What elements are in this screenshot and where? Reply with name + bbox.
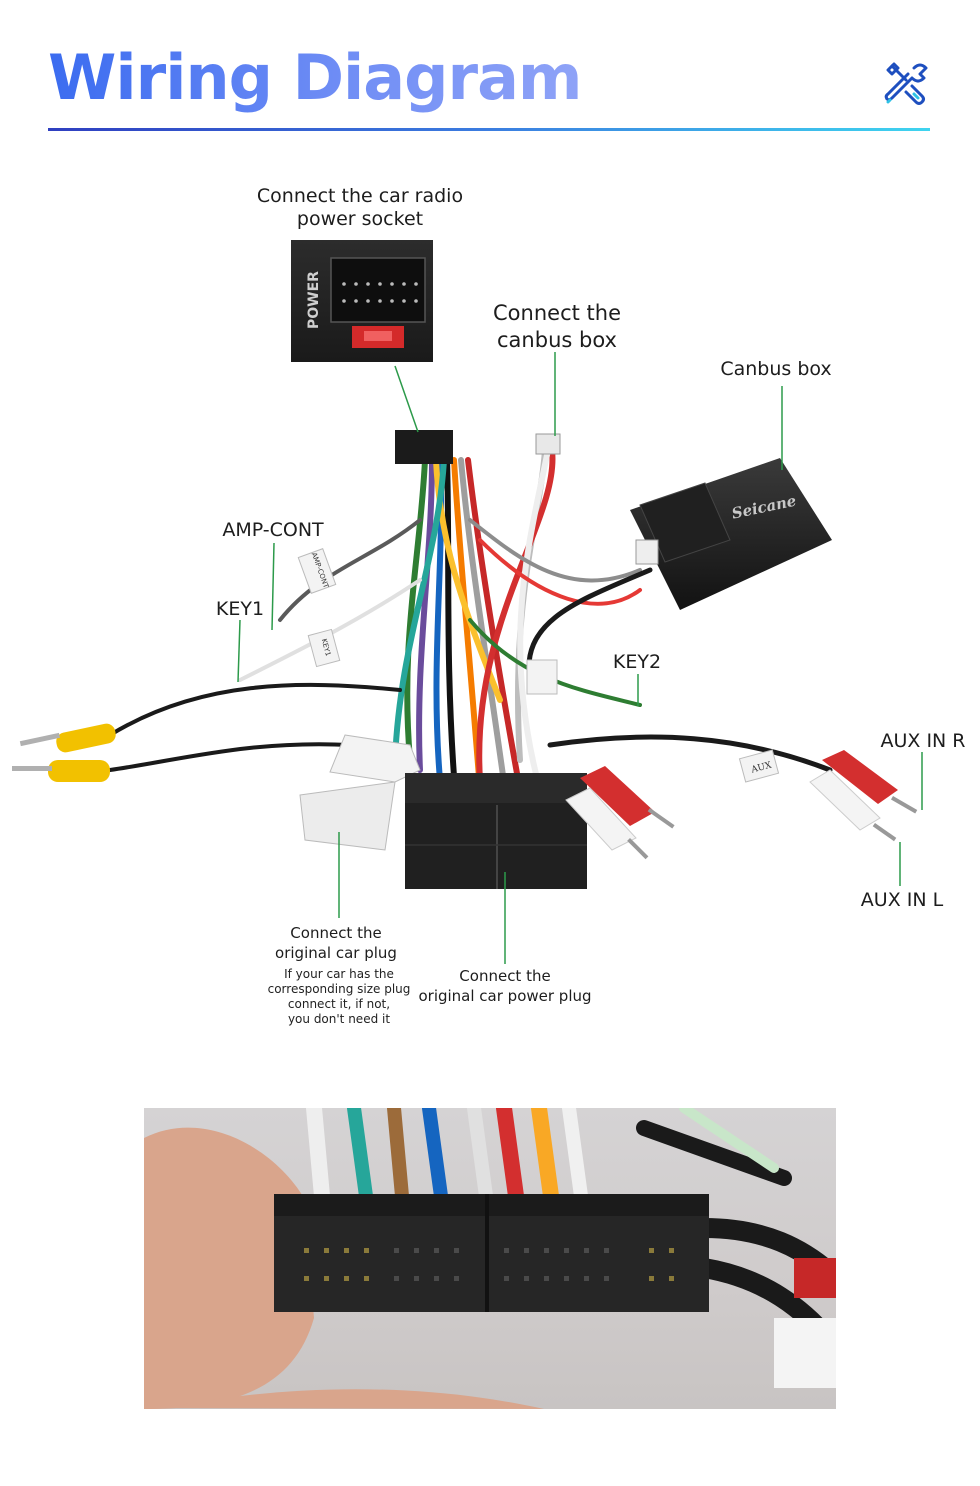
key2-tag xyxy=(526,659,558,695)
label-radio-power-socket: Connect the car radio power socket xyxy=(256,185,464,230)
yellow-rca-plugs xyxy=(12,723,116,782)
amp-cont-tag: AMP-CONT xyxy=(297,548,337,594)
aux-tag: AUX xyxy=(738,749,780,783)
power-socket-photo: POWER xyxy=(291,240,433,362)
wiring-diagram: POWER xyxy=(0,150,980,1050)
video-rca-plugs xyxy=(565,766,675,860)
harness-illustration: POWER xyxy=(12,240,923,964)
label-canbus-box: Canbus box xyxy=(720,358,832,380)
radio-connector xyxy=(395,430,453,464)
white-car-plug xyxy=(299,734,421,851)
header: Wiring Diagram xyxy=(48,38,930,134)
label-connect-canbus-box: Connect the canbus box xyxy=(493,301,621,352)
label-original-car-plug: Connect the original car plug xyxy=(275,924,397,962)
wire-bundle xyxy=(108,447,833,793)
leader-lines xyxy=(237,352,923,964)
label-original-power-plug: Connect the original car power plug xyxy=(418,967,592,1005)
label-aux-in-l: AUX IN L xyxy=(860,889,944,911)
title-underline xyxy=(48,128,930,131)
canbus-connector xyxy=(535,433,561,455)
power-socket-text: POWER xyxy=(306,271,322,329)
label-aux-in-r: AUX IN R xyxy=(880,730,966,752)
label-key1: KEY1 xyxy=(215,598,265,620)
label-key2: KEY2 xyxy=(612,651,662,673)
aux-rca-plugs xyxy=(809,750,918,842)
key1-tag: KEY1 xyxy=(307,628,341,668)
page-title: Wiring Diagram xyxy=(48,38,583,118)
black-power-plug xyxy=(405,773,587,889)
label-original-car-plug-note: If your car has the corresponding size p… xyxy=(267,967,411,1026)
canbus-box-illustration: Seicane xyxy=(630,458,832,610)
connector-closeup-photo xyxy=(144,1108,836,1409)
label-amp-cont: AMP-CONT xyxy=(222,519,324,541)
tools-icon xyxy=(884,62,928,105)
